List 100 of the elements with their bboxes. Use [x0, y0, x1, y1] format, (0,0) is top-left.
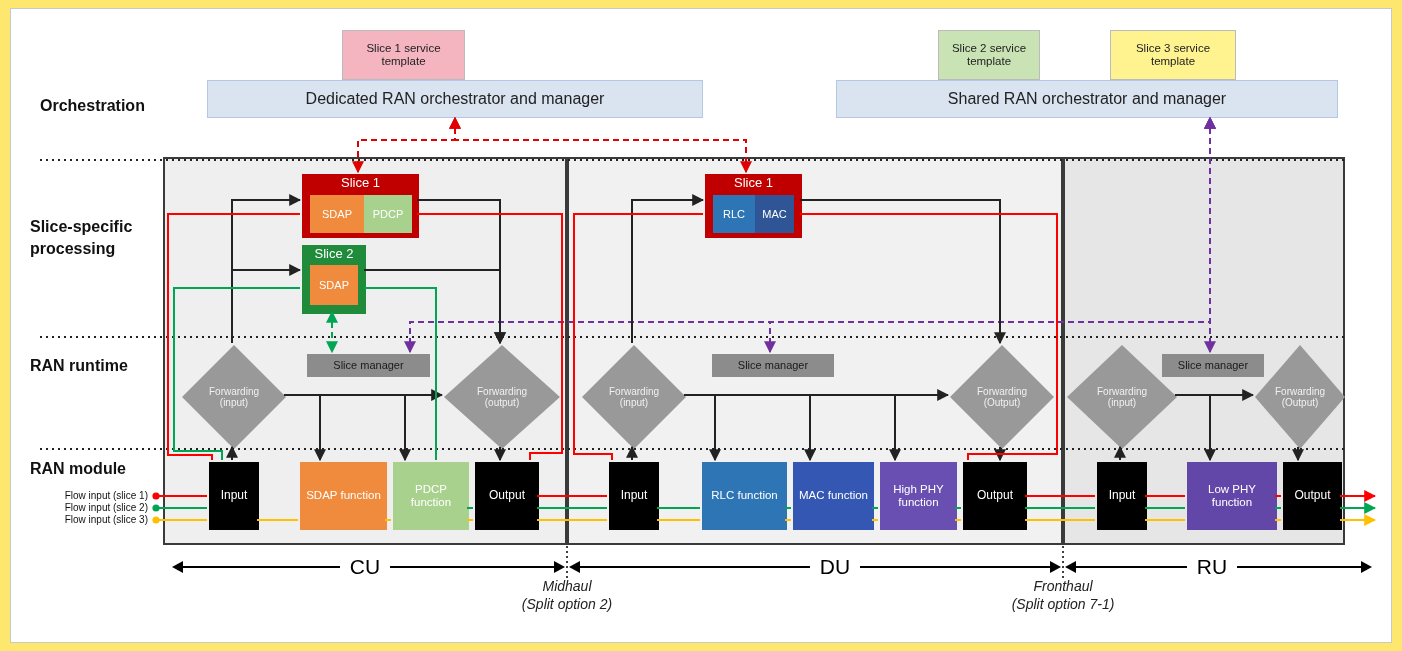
flow-line	[1274, 519, 1282, 521]
function-box	[393, 462, 469, 530]
port-box	[1283, 462, 1342, 530]
box-label: Input	[220, 489, 248, 503]
port-box	[209, 462, 259, 530]
flow-line	[784, 507, 792, 509]
flow-line	[799, 213, 1058, 461]
split-note: Midhaul	[541, 578, 593, 594]
row-heading: Slice-specific processing	[30, 217, 134, 259]
flow-line	[152, 492, 208, 500]
flow-input-label: Flow input (slice 1)	[64, 490, 148, 502]
box-label: MAC function	[798, 489, 869, 503]
flow-line	[152, 516, 208, 524]
port-box	[475, 462, 539, 530]
flow-line	[384, 519, 392, 521]
box-label: High PHY function	[892, 482, 945, 510]
box-label: Forwarding (Output)	[1274, 385, 1326, 409]
flow-line	[1144, 519, 1186, 521]
row-heading: RAN runtime	[30, 356, 129, 376]
box-label: Input	[620, 489, 648, 503]
box-label: Input	[1108, 489, 1136, 503]
arrow	[799, 199, 1006, 345]
row-heading: Orchestration	[40, 96, 146, 116]
flow-line	[573, 213, 704, 461]
arrow	[494, 446, 506, 462]
box-label: Low PHY function	[1207, 482, 1257, 510]
arrow	[626, 445, 638, 461]
arrow	[1114, 445, 1126, 461]
flow-input-label: Flow input (slice 3)	[64, 514, 148, 526]
box-label: Output	[1294, 489, 1331, 503]
slice-box	[705, 174, 802, 238]
function-block	[310, 195, 364, 233]
box-label: PDCP	[372, 207, 404, 221]
slice-manager-box	[712, 354, 834, 377]
flow-line	[871, 519, 879, 521]
orchestrator-box	[207, 80, 703, 118]
arrow	[231, 264, 302, 344]
flow-line	[1274, 507, 1282, 509]
split-note: (Split option 7-1)	[1010, 596, 1116, 612]
port-box	[609, 462, 659, 530]
box-label: Forwarding (output)	[476, 385, 528, 409]
flow-line	[466, 519, 474, 521]
slice-box	[302, 174, 419, 238]
flow-line	[167, 213, 301, 461]
box-label: Slice manager	[333, 359, 404, 372]
arrow	[363, 269, 506, 345]
slice-manager-box	[1162, 354, 1264, 377]
arrow	[1339, 502, 1377, 514]
unit-panel	[1063, 157, 1345, 545]
box-label: Forwarding (input)	[1096, 385, 1148, 409]
slice-title: Slice 1	[734, 176, 773, 191]
arrow	[994, 446, 1006, 462]
flow-line	[954, 519, 962, 521]
flow-line	[1144, 495, 1186, 497]
function-box	[702, 462, 787, 530]
unit-panel	[163, 157, 567, 545]
arrow	[1339, 514, 1377, 526]
flow-line	[536, 507, 608, 509]
split-note: (Split option 2)	[520, 596, 614, 612]
flow-line	[1024, 495, 1096, 497]
flow-line	[363, 287, 437, 461]
box-label: SDAP	[322, 207, 352, 221]
arrow	[1339, 490, 1377, 502]
flow-line	[656, 507, 701, 509]
arrow	[1204, 116, 1216, 354]
box-label: Slice manager	[737, 359, 809, 372]
flow-line	[1144, 507, 1186, 509]
orchestrator-box	[836, 80, 1338, 118]
flow-line	[173, 287, 301, 461]
box-label: Slice 2 service template	[950, 41, 1028, 69]
box-label: Dedicated RAN orchestrator and manager	[305, 89, 605, 109]
box-label: Slice 1 service template	[365, 41, 442, 69]
box-label: Forwarding (Output)	[976, 385, 1028, 409]
flow-line	[466, 507, 474, 509]
box-label: Output	[977, 489, 1013, 503]
function-block	[364, 195, 412, 233]
box-label: Forwarding (input)	[208, 385, 260, 409]
function-block	[755, 195, 794, 233]
arrow	[326, 310, 338, 354]
flow-line	[416, 213, 563, 461]
box-label: RLC	[723, 207, 745, 221]
slice-manager-box	[307, 354, 430, 377]
port-box	[963, 462, 1027, 530]
box-label: SDAP	[319, 278, 349, 292]
split-note: Fronthaul	[1032, 578, 1094, 594]
flow-line	[1024, 519, 1096, 521]
flow-input-label: Flow input (slice 2)	[64, 502, 148, 514]
flow-line	[784, 519, 792, 521]
function-box	[300, 462, 387, 530]
slice-title: Slice 2	[314, 247, 354, 262]
box-label: Slice 3 service template	[1134, 41, 1212, 69]
flow-line	[152, 504, 208, 512]
box-label: RLC function	[710, 489, 779, 503]
flow-line	[536, 519, 608, 521]
box-label: PDCP function	[409, 482, 453, 510]
function-block	[713, 195, 755, 233]
flow-line	[954, 507, 962, 509]
box-label: SDAP function	[305, 489, 382, 503]
box-label: Shared RAN orchestrator and manager	[947, 89, 1227, 109]
arrow	[631, 194, 705, 344]
